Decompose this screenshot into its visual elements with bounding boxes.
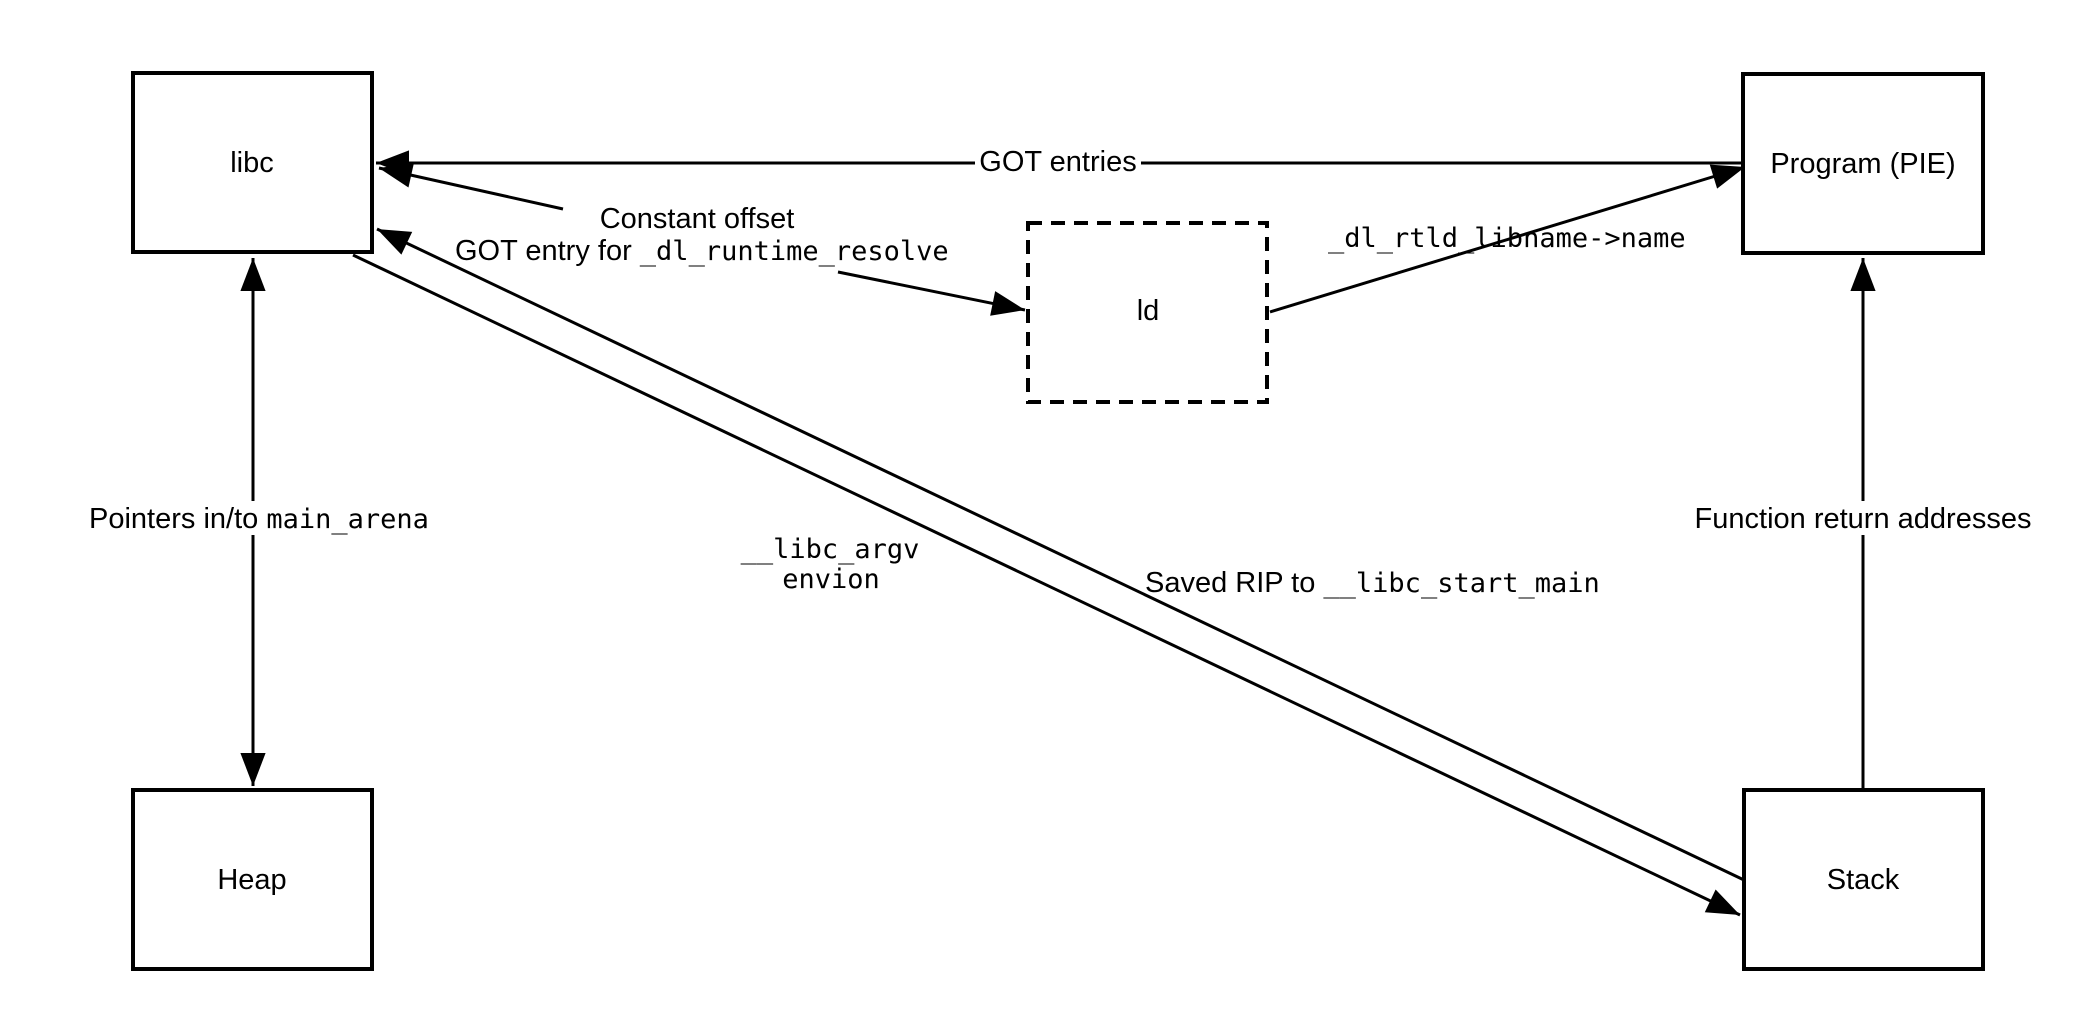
got-entry-resolve-label: GOT entry for _dl_runtime_resolve — [455, 235, 949, 267]
got-entries-label: GOT entries — [979, 146, 1136, 178]
edge-got-entry-resolve — [837, 270, 1026, 316]
main-arena-label-bg — [82, 501, 428, 535]
function-return-label-bg — [1699, 501, 2027, 535]
program-pie-label: Program (PIE) — [1770, 148, 1955, 180]
libc-box — [131, 71, 374, 254]
ld-box — [1026, 221, 1269, 404]
edge-saved-rip — [352, 253, 1741, 917]
got-entries-label-bg — [975, 145, 1141, 178]
edge-rtld-libname — [1269, 164, 1746, 314]
stack-box — [1742, 788, 1985, 971]
stack-label: Stack — [1827, 864, 1900, 896]
constant-offset-label: Constant offset — [600, 203, 795, 235]
rtld-libname-label: _dl_rtld_libname->name — [1328, 223, 1686, 254]
libc-argv-label-line2: envion — [782, 564, 880, 595]
saved-rip-label: Saved RIP to __libc_start_main — [1145, 567, 1600, 599]
function-return-label: Function return addresses — [1695, 503, 2032, 535]
program-pie-box — [1741, 72, 1985, 255]
heap-box — [131, 788, 374, 971]
edge-constant-offset — [378, 162, 564, 211]
edge-libc-argv — [376, 227, 1745, 882]
main-arena-label: Pointers in/to main_arena — [89, 503, 429, 535]
ld-label: ld — [1137, 295, 1160, 327]
heap-label: Heap — [217, 864, 286, 896]
libc-argv-label-line1: __libc_argv — [741, 534, 920, 565]
libc-label: libc — [230, 147, 274, 179]
